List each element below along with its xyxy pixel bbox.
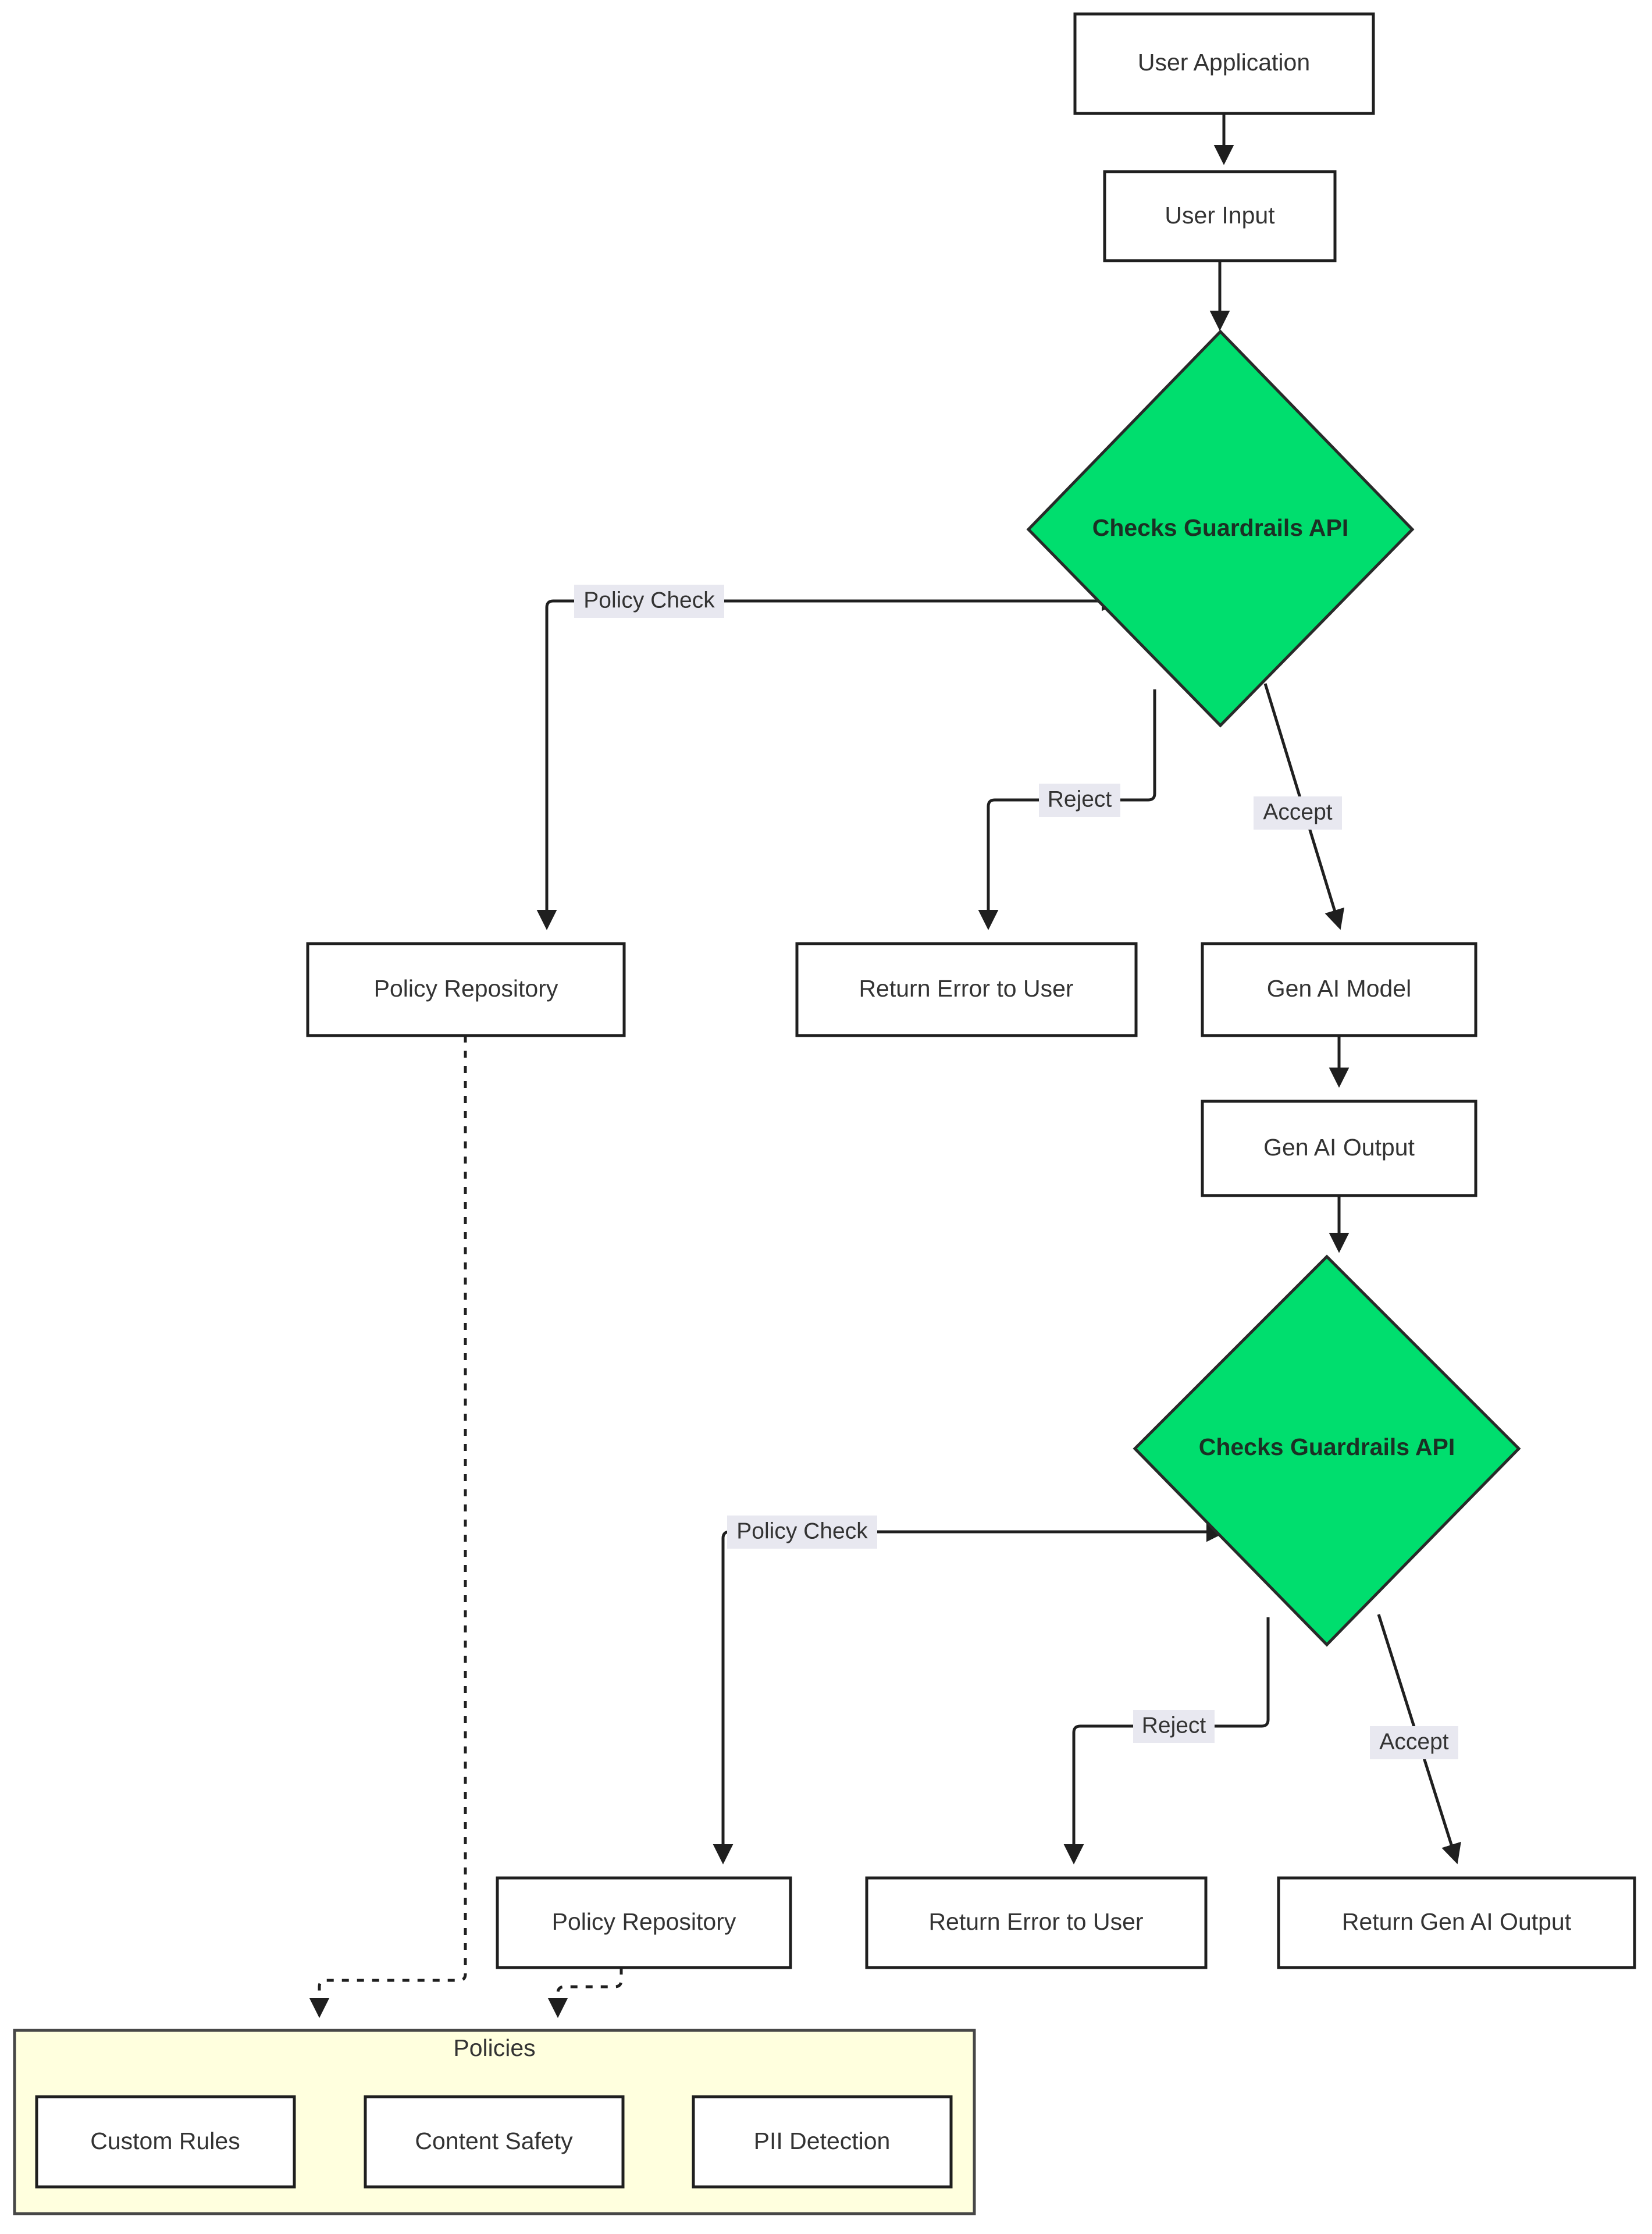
edge-label-accept-2: Accept: [1370, 1726, 1458, 1759]
edge-label-accept-2-bg: [1370, 1726, 1458, 1759]
node-guardrails-api-2-label: Checks Guardrails API: [1199, 1433, 1455, 1460]
edge-label-policy-check-1: Policy Check: [574, 585, 724, 618]
node-guardrails-api-1-label: Checks Guardrails API: [1092, 514, 1349, 541]
edge-label-accept-1-bg: [1254, 796, 1342, 830]
node-gen-ai-model[interactable]: Gen AI Model: [1201, 942, 1477, 1037]
node-return-error-2-label: Return Error to User: [928, 1908, 1143, 1935]
node-return-error-1[interactable]: Return Error to User: [795, 942, 1138, 1037]
edge-label-accept-1: Accept: [1254, 796, 1342, 830]
node-user-application-box[interactable]: [1073, 12, 1375, 115]
node-guardrails-api-1[interactable]: Checks Guardrails API: [1026, 329, 1415, 728]
edge-label-policy-check-2-text: Policy Check: [736, 1518, 868, 1543]
node-return-error-1-box[interactable]: [795, 942, 1138, 1037]
edge-label-reject-2: Reject: [1133, 1710, 1215, 1743]
node-content-safety-box[interactable]: [364, 2095, 625, 2189]
node-user-input-label: User Input: [1165, 202, 1275, 229]
edge-label-policy-check-2-bg: [727, 1516, 877, 1549]
node-custom-rules-box[interactable]: [35, 2095, 296, 2189]
node-guardrails-api-1-diamond[interactable]: [1026, 329, 1415, 728]
node-return-error-1-label: Return Error to User: [859, 975, 1073, 1002]
edge-label-accept-1-text: Accept: [1263, 799, 1332, 824]
node-content-safety-label: Content Safety: [415, 2128, 573, 2154]
node-policy-repository-2-label: Policy Repository: [552, 1908, 736, 1935]
node-return-gen-ai-output-box[interactable]: [1277, 1876, 1636, 1969]
edge-label-policy-check-1-text: Policy Check: [583, 588, 715, 613]
node-guardrails-api-2-diamond[interactable]: [1133, 1254, 1521, 1647]
edge-policy-repo2-to-policies: [547, 1968, 623, 2018]
node-policy-repository-1-box[interactable]: [306, 942, 626, 1037]
edge-label-reject-1-bg: [1039, 784, 1120, 817]
node-gen-ai-output[interactable]: Gen AI Output: [1201, 1100, 1477, 1197]
node-return-gen-ai-output[interactable]: Return Gen AI Output: [1277, 1876, 1636, 1969]
edge-label-accept-2-text: Accept: [1379, 1729, 1448, 1754]
node-gen-ai-output-label: Gen AI Output: [1263, 1134, 1415, 1161]
edge-label-policy-check-2: Policy Check: [727, 1516, 877, 1549]
node-return-gen-ai-output-label: Return Gen AI Output: [1342, 1908, 1572, 1935]
node-gen-ai-model-label: Gen AI Model: [1267, 975, 1411, 1002]
edge-guardrails1-policycheck-in: [545, 590, 1122, 617]
node-return-error-2[interactable]: Return Error to User: [865, 1876, 1208, 1969]
node-pii-detection-box[interactable]: [692, 2095, 953, 2189]
node-gen-ai-model-box[interactable]: [1201, 942, 1477, 1037]
node-policy-repository-1[interactable]: Policy Repository: [306, 942, 626, 1037]
policies-cluster: Policies Custom Rules Content Safety PII…: [13, 2029, 976, 2215]
node-pii-detection-label: PII Detection: [754, 2128, 891, 2154]
node-user-input-box[interactable]: [1103, 170, 1337, 262]
node-return-error-2-box[interactable]: [865, 1876, 1208, 1969]
node-gen-ai-output-box[interactable]: [1201, 1100, 1477, 1197]
node-user-application[interactable]: User Application: [1073, 12, 1375, 115]
edge-policy-repo1-to-policies: [309, 1036, 467, 2018]
node-custom-rules-label: Custom Rules: [90, 2128, 240, 2154]
node-user-application-label: User Application: [1138, 49, 1310, 76]
edge-label-reject-2-bg: [1133, 1710, 1215, 1743]
node-guardrails-api-2[interactable]: Checks Guardrails API: [1133, 1254, 1521, 1647]
node-policy-repository-2[interactable]: Policy Repository: [496, 1876, 792, 1969]
edge-label-reject-1-text: Reject: [1048, 787, 1112, 812]
edge-label-policy-check-1-bg: [574, 585, 724, 618]
edge-label-reject-1: Reject: [1039, 784, 1120, 817]
policies-cluster-title: Policies: [453, 2034, 535, 2061]
node-user-input[interactable]: User Input: [1103, 170, 1337, 262]
node-policy-repository-2-box[interactable]: [496, 1876, 792, 1969]
edge-label-reject-2-text: Reject: [1142, 1713, 1206, 1738]
node-policy-repository-1-label: Policy Repository: [374, 975, 558, 1002]
